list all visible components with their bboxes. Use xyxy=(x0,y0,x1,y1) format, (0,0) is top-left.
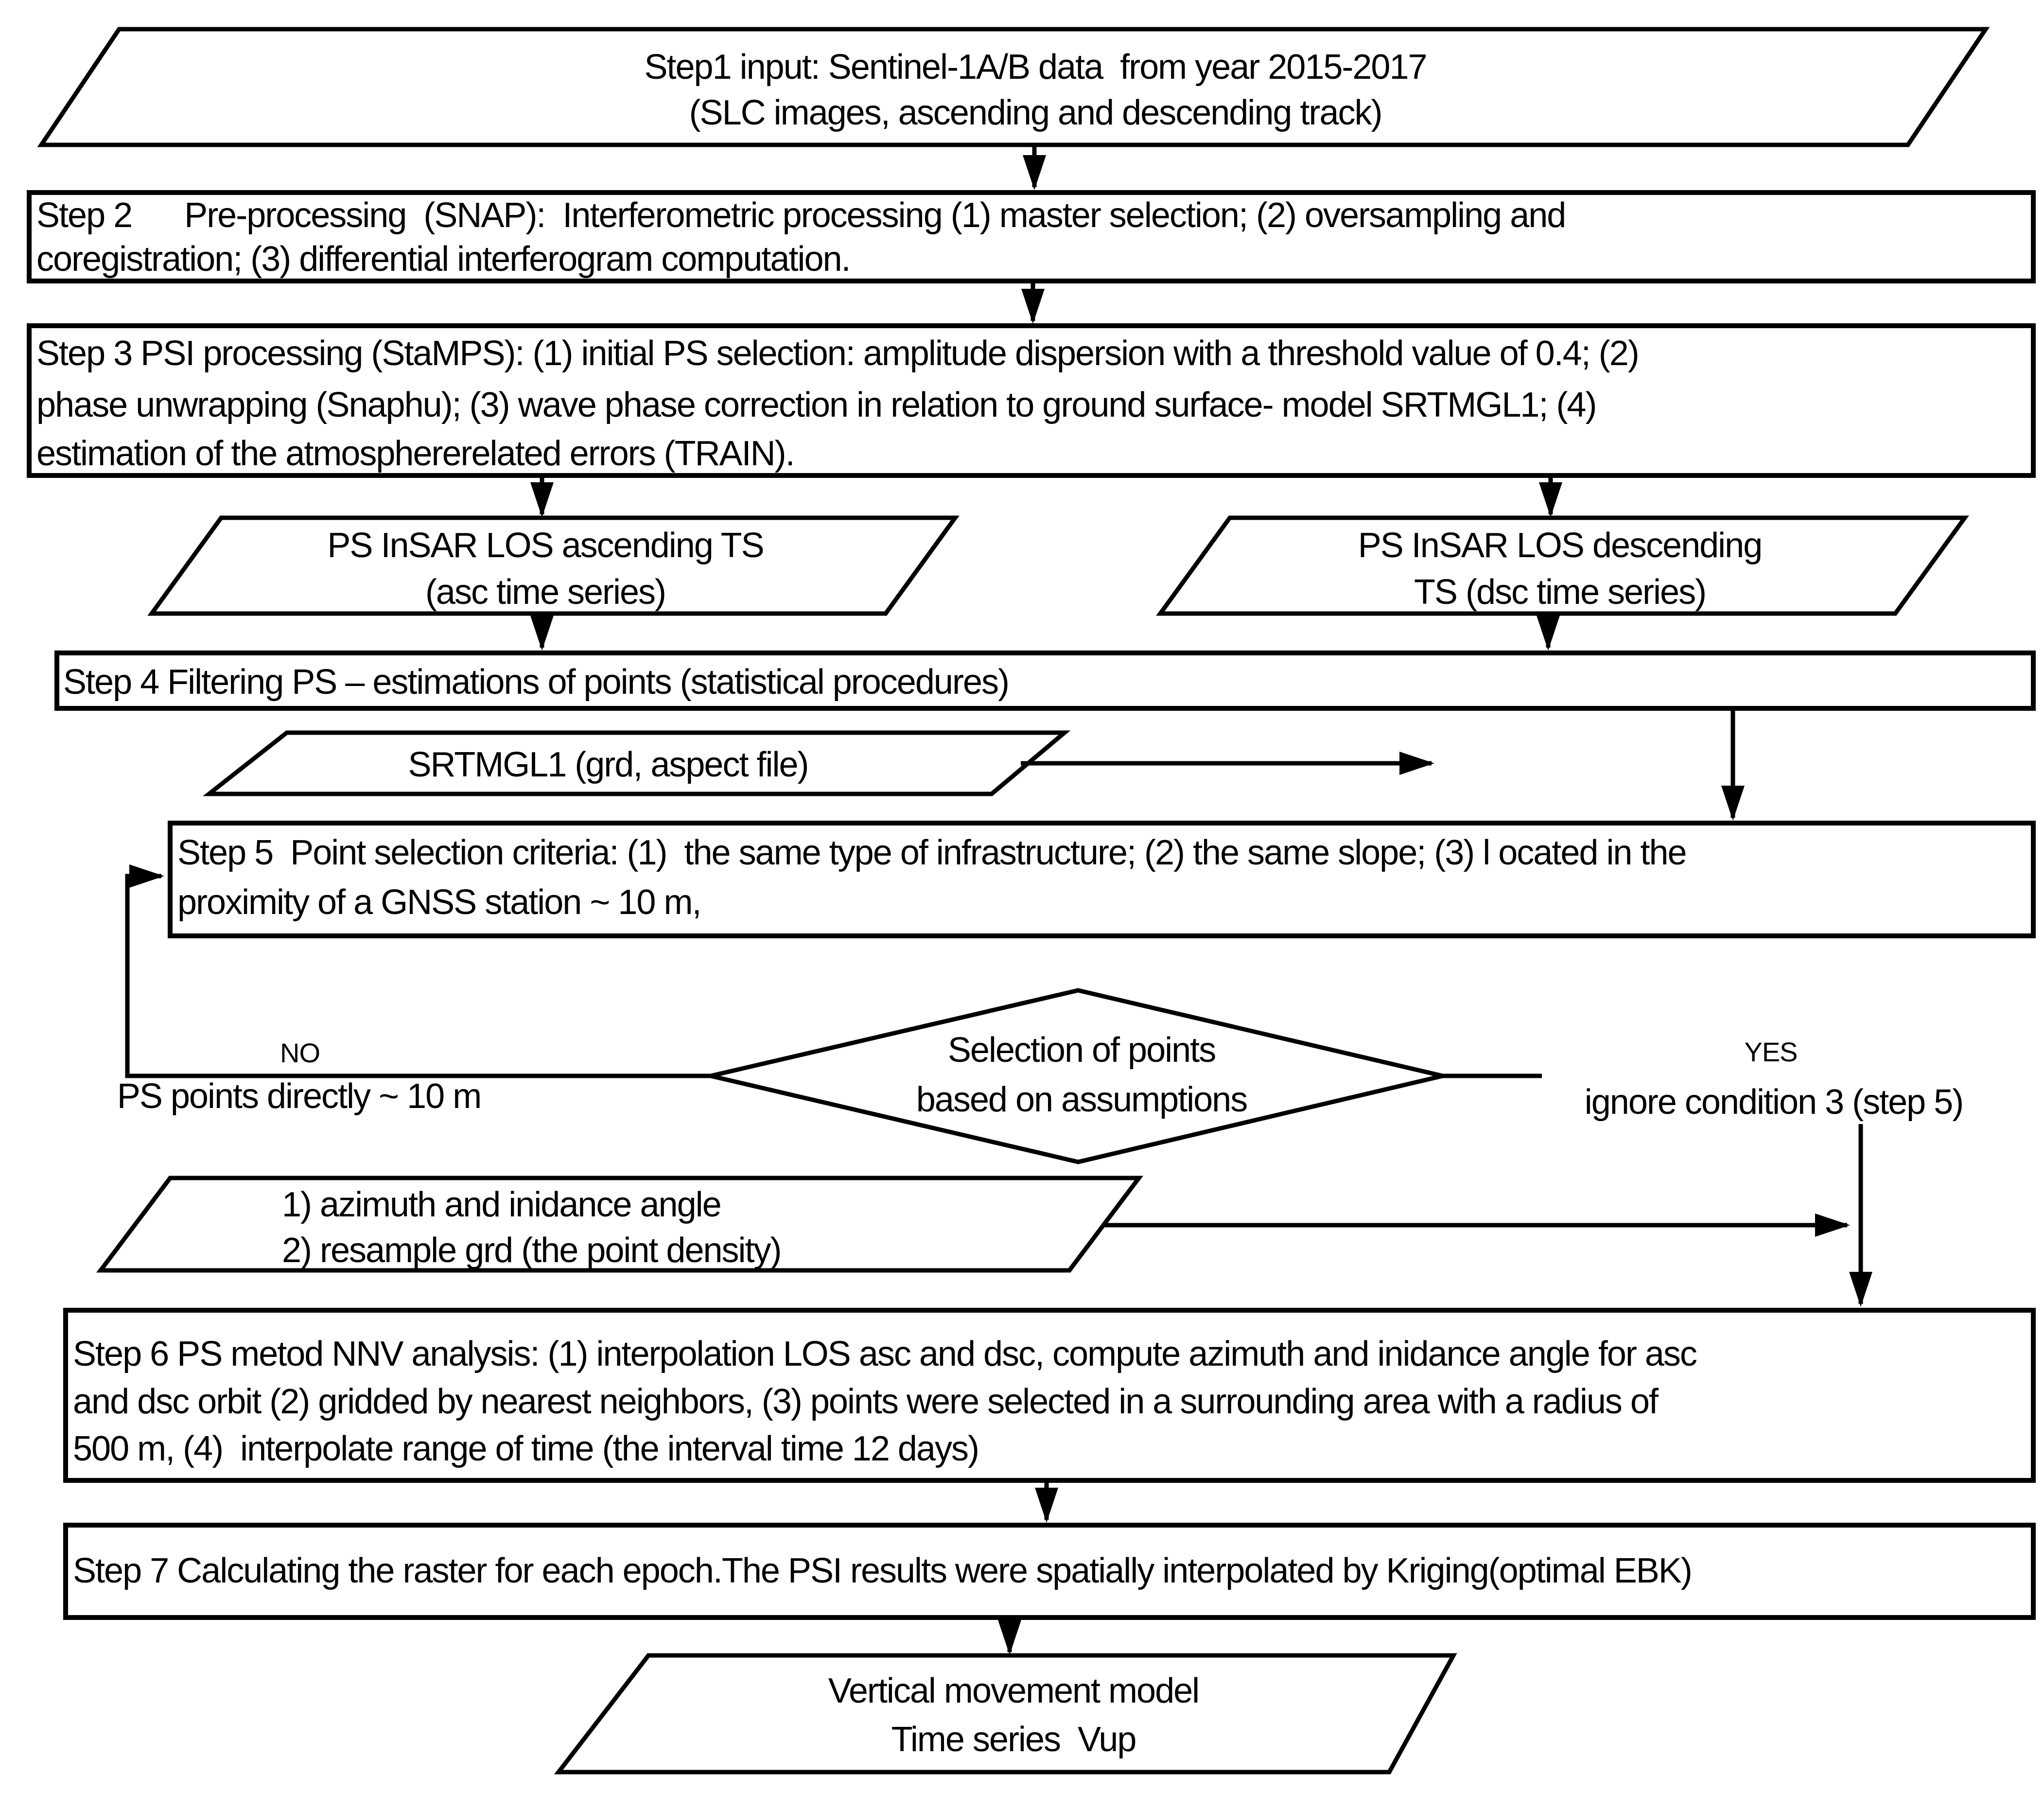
step5-text-line2: proximity of a GNSS station ~ 10 m, xyxy=(177,883,701,922)
asc-text-line2: (asc time series) xyxy=(425,573,666,612)
decision-text-line2: based on assumptions xyxy=(916,1080,1248,1119)
arrow-no-loop-to-step5 xyxy=(125,864,711,1078)
step3-text-line3: estimation of the atmosphererelated erro… xyxy=(36,434,795,473)
asc-text-line1: PS InSAR LOS ascending TS xyxy=(327,526,764,565)
step7-process-box xyxy=(63,1523,2036,1620)
srtm-text-line1: SRTMGL1 (grd, aspect file) xyxy=(408,745,809,784)
step5-process-box xyxy=(168,821,2036,938)
dsc-text-line2: TS (dsc time series) xyxy=(1414,573,1707,612)
asc-output-parallelogram xyxy=(147,515,960,616)
step6-text-line2: and dsc orbit (2) gridded by nearest nei… xyxy=(73,1382,1659,1421)
no-branch-text: PS points directly ~ 10 m xyxy=(117,1077,482,1116)
step4-text-line1: Step 4 Filtering PS – estimations of poi… xyxy=(63,663,1010,702)
step1-text-line2: (SLC images, ascending and descending tr… xyxy=(689,93,1383,132)
step1-text-line1: Step1 input: Sentinel-1A/B data from yea… xyxy=(644,48,1427,87)
decision-diamond xyxy=(710,988,1444,1164)
step2-process-box xyxy=(27,190,2036,283)
final-output-parallelogram xyxy=(554,1653,1457,1775)
step2-text-line1: Step 2 Pre-processing (SNAP): Interferom… xyxy=(36,196,1566,235)
step2-text-line2: coregistration; (3) differential interfe… xyxy=(36,240,851,279)
step4-process-box xyxy=(54,650,2036,711)
step6-text-line1: Step 6 PS metod NNV analysis: (1) interp… xyxy=(73,1335,1697,1373)
output-text-line1: Vertical movement model xyxy=(828,1671,1200,1710)
dsc-text-line1: PS InSAR LOS descending xyxy=(1358,526,1763,565)
angle-input-text-line1: 1) azimuth and inidance angle xyxy=(282,1185,722,1224)
decision-text-line1: Selection of points xyxy=(947,1031,1216,1070)
step6-text-line3: 500 m, (4) interpolate range of time (th… xyxy=(73,1429,979,1468)
srtm-input-parallelogram xyxy=(203,730,1071,796)
step5-text-line1: Step 5 Point selection criteria: (1) the… xyxy=(177,833,1687,872)
output-text-line2: Time series Vup xyxy=(891,1720,1137,1759)
no-branch-label: NO xyxy=(280,1037,320,1068)
step3-text-line2: phase unwrapping (Snaphu); (3) wave phas… xyxy=(36,386,1597,424)
angle-input-text-line2: 2) resample grd (the point density) xyxy=(282,1231,782,1270)
yes-branch-text: ignore condition 3 (step 5) xyxy=(1584,1083,1964,1122)
yes-branch-label: YES xyxy=(1744,1037,1798,1067)
step7-text-line1: Step 7 Calculating the raster for each e… xyxy=(73,1551,1693,1590)
step3-process-box xyxy=(27,323,2036,478)
angle-input-parallelogram xyxy=(96,1176,1144,1273)
dsc-output-parallelogram xyxy=(1156,515,1969,616)
step1-input-parallelogram xyxy=(37,27,1990,147)
step6-process-box xyxy=(63,1308,2036,1483)
step3-text-line1: Step 3 PSI processing (StaMPS): (1) init… xyxy=(36,334,1640,373)
